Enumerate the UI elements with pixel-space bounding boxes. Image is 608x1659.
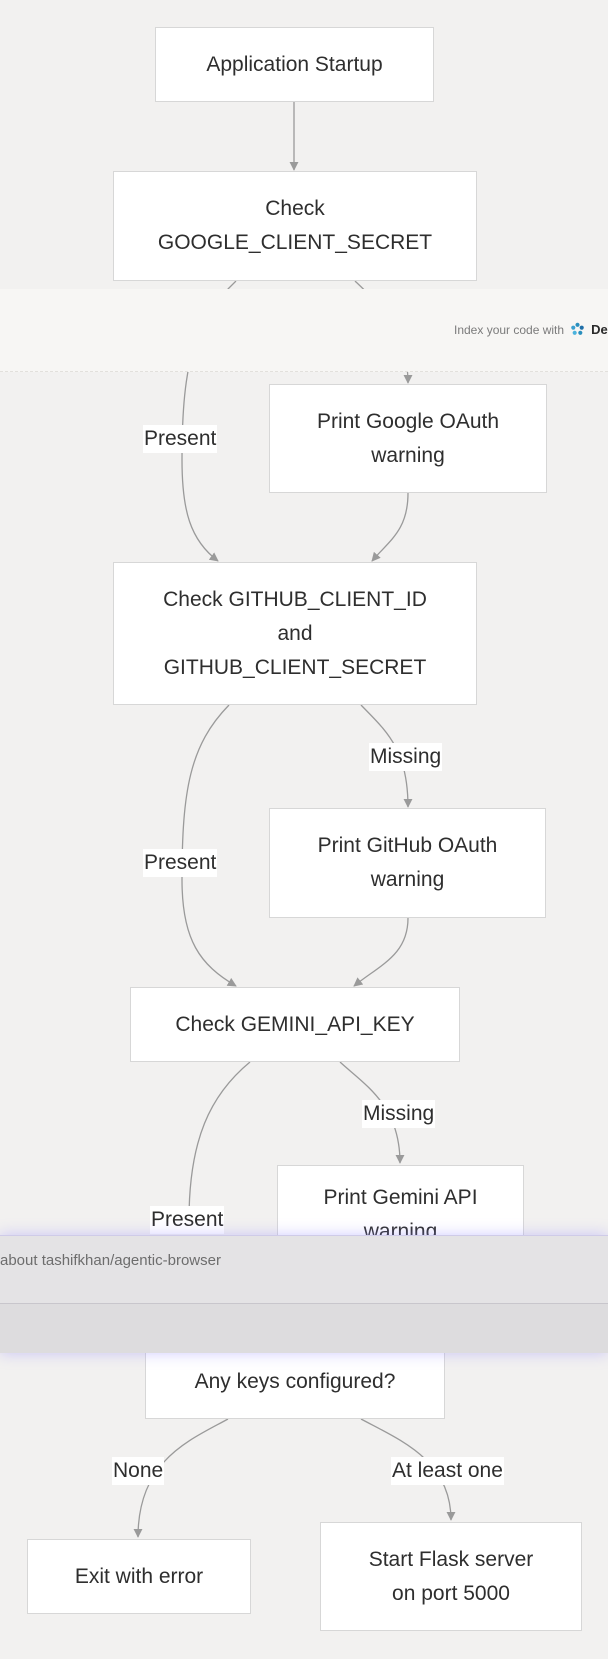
node-check-gemini-text: Check GEMINI_API_KEY <box>175 1012 415 1036</box>
edge-printgithub-to-gemini <box>353 917 409 987</box>
edge-github-present <box>181 704 237 987</box>
node-any-keys-configured: Any keys configured? <box>145 1344 445 1419</box>
edge-label-google-present: Present <box>143 425 218 453</box>
node-check-google-secret: Check GOOGLE_CLIENT_SECRET <box>113 171 477 281</box>
edge-gemini-present <box>188 1061 251 1221</box>
edge-label-gemini-present: Present <box>150 1206 225 1234</box>
chat-input-area[interactable] <box>0 1304 608 1353</box>
edge-label-gemini-missing: Missing <box>362 1100 436 1128</box>
edge-label-github-missing: Missing <box>369 743 443 771</box>
index-note-text: Index your code with <box>454 322 565 337</box>
node-any-keys-text: Any keys configured? <box>194 1369 396 1393</box>
edge-label-at-least-one: At least one <box>391 1457 504 1485</box>
node-check-google-line2: GOOGLE_CLIENT_SECRET <box>157 231 433 254</box>
node-print-github-warning: Print GitHub OAuth warning <box>269 808 546 918</box>
node-check-github-line3: GITHUB_CLIENT_SECRET <box>163 655 427 679</box>
node-start-flask-line2: on port 5000 <box>392 1581 510 1605</box>
edge-printgoogle-to-github <box>371 492 409 562</box>
node-application-startup-text: Application Startup <box>206 52 383 76</box>
node-check-gemini-key: Check GEMINI_API_KEY <box>130 987 460 1062</box>
index-banner <box>0 289 608 372</box>
node-print-google-line2: warning <box>371 443 445 467</box>
chat-divider <box>0 1303 608 1304</box>
node-print-google-warning: Print Google OAuth warning <box>269 384 547 493</box>
node-exit-with-error: Exit with error <box>27 1539 251 1614</box>
node-start-flask-line1: Start Flask server <box>368 1547 534 1571</box>
edge-label-github-present: Present <box>143 849 218 877</box>
ask-chat-bar[interactable]: about tashifkhan/agentic-browser <box>0 1235 608 1353</box>
node-check-github-line2: and <box>277 621 313 645</box>
node-check-github-line1: Check GITHUB_CLIENT_ID <box>163 587 427 611</box>
edge-label-none: None <box>112 1457 165 1485</box>
node-print-github-line1: Print GitHub OAuth <box>317 834 498 857</box>
node-print-google-line1: Print Google OAuth <box>316 409 500 433</box>
node-exit-error-text: Exit with error <box>74 1564 204 1588</box>
brand-name-text: De <box>591 322 608 337</box>
deepwiki-logo-icon <box>571 322 584 335</box>
node-check-google-line1: Check <box>265 197 325 220</box>
node-print-github-line2: warning <box>370 868 445 891</box>
node-application-startup: Application Startup <box>155 27 434 102</box>
index-your-code-note[interactable]: Index your code with De <box>454 322 608 337</box>
node-check-github-keys: Check GITHUB_CLIENT_ID and GITHUB_CLIENT… <box>113 562 477 705</box>
chat-prompt-text: about tashifkhan/agentic-browser <box>0 1252 221 1269</box>
node-print-gemini-line1: Print Gemini API <box>323 1186 478 1209</box>
node-start-flask-server: Start Flask server on port 5000 <box>320 1522 582 1631</box>
